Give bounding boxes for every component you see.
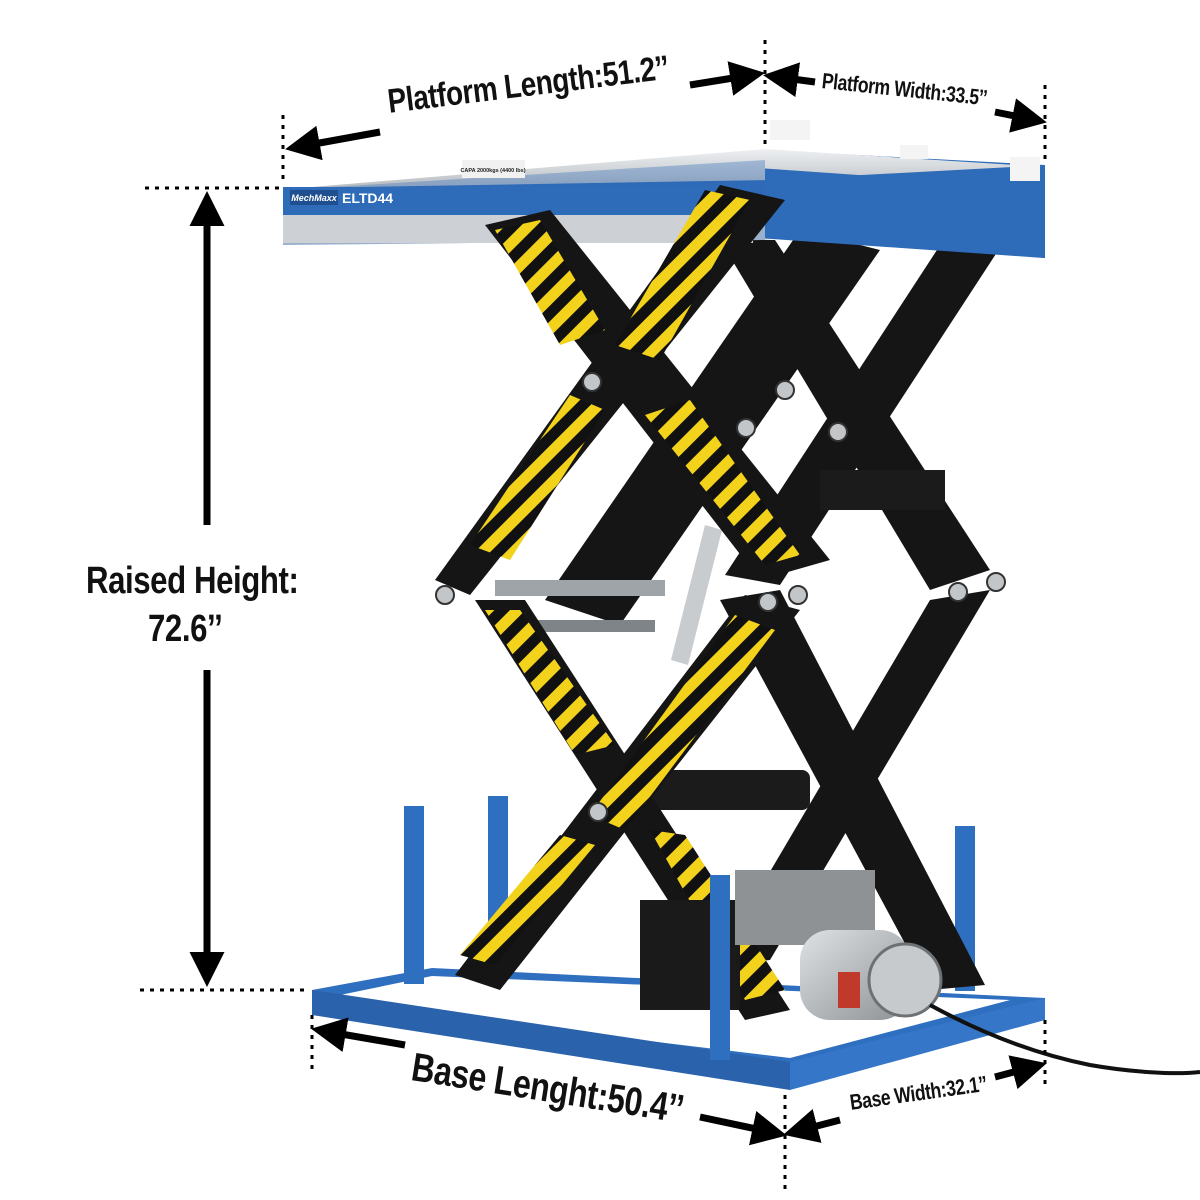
raised-height-label-line1: Raised Height: <box>86 560 299 602</box>
lower-arm-a-stripes <box>485 610 615 755</box>
pivot-pins <box>435 372 1006 822</box>
model-label: ELTD44 <box>342 190 393 206</box>
upper-arm-b-stripes-2 <box>470 395 605 560</box>
platform-length-arrow-left <box>285 125 381 161</box>
base-width-arrow-right <box>994 1055 1047 1090</box>
dimension-arrows <box>189 61 1047 1146</box>
hydraulic-cylinders <box>495 470 945 810</box>
motor-fan-cover <box>867 942 943 1018</box>
platform-width-arrow-right <box>994 98 1047 133</box>
brand-logo: MechMaxx <box>291 193 338 203</box>
capacity-label: CAPA 2000kgs (4400 lbs) <box>460 168 525 174</box>
raised-height-label-line2: 72.6’’ <box>148 608 223 650</box>
platform-length-arrow-right <box>689 61 765 96</box>
upper-arm-a-stripes <box>495 220 605 345</box>
front-scissor-arms <box>435 185 830 1020</box>
power-unit <box>640 870 943 1020</box>
lower-arm-b-stripes-2 <box>460 835 595 965</box>
platform-width-arrow-left <box>763 62 816 98</box>
lower-arm-b-stripes <box>590 615 775 830</box>
upper-arm-b-stripes <box>615 190 750 360</box>
base-length-arrow-left <box>311 1017 406 1053</box>
base-length-arrow-right <box>699 1111 787 1146</box>
base-uprights-front <box>404 806 730 1060</box>
upper-arm-a-stripes-2 <box>645 400 800 565</box>
platform <box>283 120 1045 259</box>
base-width-arrow-left <box>783 1109 841 1143</box>
platform-branding: MechMaxx ELTD44 CAPA 2000kgs (4400 lbs) <box>290 160 526 206</box>
power-cord <box>929 1003 1200 1076</box>
